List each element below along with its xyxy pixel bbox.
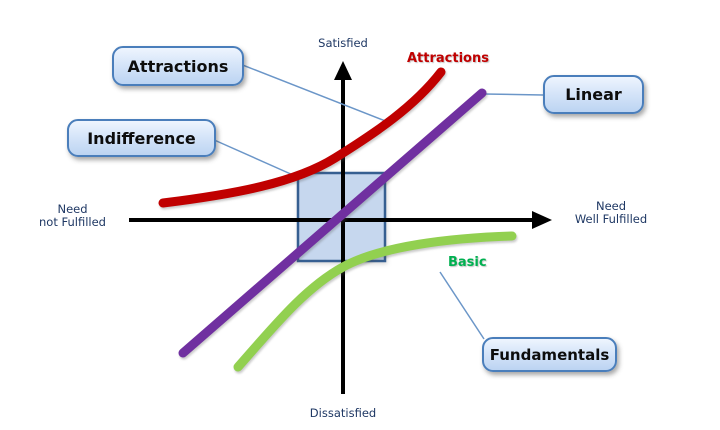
connector-linear xyxy=(483,93,544,96)
axis-label-satisfied: Satisfied xyxy=(318,36,368,50)
need-not-fulfilled-line2: not Fulfilled xyxy=(39,215,106,229)
callout-indifference: Indifference xyxy=(67,119,216,157)
attractions-curve xyxy=(158,67,446,208)
need-well-fulfilled-line2: Well Fulfilled xyxy=(574,212,648,226)
linear-curve xyxy=(178,88,487,358)
x-axis-arrowhead-icon xyxy=(532,211,552,229)
callout-attractions-label: Attractions xyxy=(127,56,229,76)
connector-fundamentals xyxy=(439,271,485,340)
y-axis-arrowhead-icon xyxy=(334,61,352,80)
basic-curve-label: Basic xyxy=(448,255,487,270)
basic-curve xyxy=(233,231,517,372)
attractions-curve-label: Attractions xyxy=(407,51,489,66)
callout-attractions: Attractions xyxy=(112,46,244,86)
axis-label-need-well-fulfilled: Need Well Fulfilled xyxy=(565,200,657,226)
need-not-fulfilled-line1: Need xyxy=(57,202,88,216)
need-well-fulfilled-line1: Need xyxy=(595,199,627,213)
axis-label-need-not-fulfilled: Need not Fulfilled xyxy=(25,203,120,229)
callout-fundamentals: Fundamentals xyxy=(482,337,617,372)
axis-label-dissatisfied: Dissatisfied xyxy=(309,406,377,420)
callout-linear: Linear xyxy=(543,75,644,114)
callout-fundamentals-label: Fundamentals xyxy=(489,345,610,364)
callout-indifference-label: Indifference xyxy=(87,128,196,148)
callout-linear-label: Linear xyxy=(565,85,622,104)
connector-attractions xyxy=(239,63,389,123)
connector-indifference xyxy=(211,138,294,176)
